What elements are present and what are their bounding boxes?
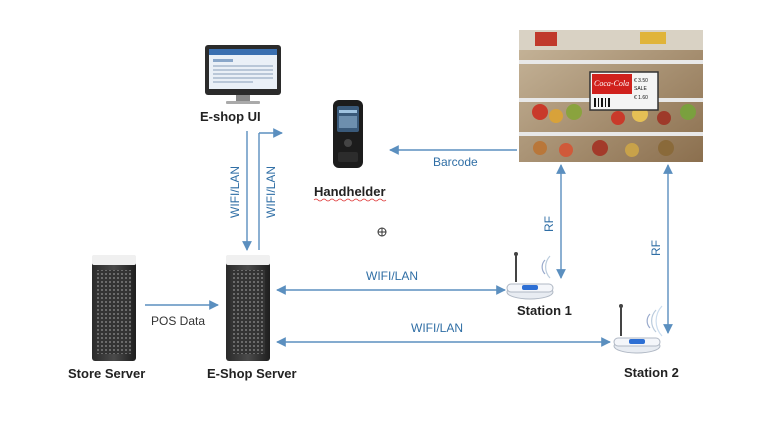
spellcheck-underline	[313, 198, 387, 202]
eshop-server	[226, 255, 270, 361]
eshop-ui-monitor	[205, 45, 281, 104]
price-label-sale: SALE	[634, 86, 647, 92]
price-label-brand: Coca-Cola	[594, 79, 629, 88]
link-label-rf2: RF	[649, 240, 663, 256]
store-server	[92, 255, 136, 361]
shop-shelf-photo: Coca-Cola € 3.50 SALE € 1.60	[519, 30, 703, 162]
handhelder-label: Handhelder	[314, 184, 386, 199]
link-label-server-station1: WIFI/LAN	[366, 269, 418, 283]
station-2-label: Station 2	[624, 365, 679, 380]
station-1-label: Station 1	[517, 303, 572, 318]
price-label-sale-price: € 1.60	[634, 95, 648, 101]
link-label-ui-server-b: WIFI/LAN	[264, 166, 278, 218]
store-server-label: Store Server	[68, 366, 145, 381]
link-label-pos-data: POS Data	[151, 314, 205, 328]
crosshair-cursor-icon	[377, 227, 387, 237]
station-2-access-point	[613, 304, 663, 354]
station-1-access-point	[506, 252, 554, 300]
eshop-ui-label: E-shop UI	[200, 109, 261, 124]
link-label-rf1: RF	[542, 216, 556, 232]
handhelder-device	[333, 100, 363, 168]
link-label-server-station2: WIFI/LAN	[411, 321, 463, 335]
price-label-now: € 3.50	[634, 78, 648, 84]
link-label-barcode: Barcode	[433, 155, 478, 169]
eshop-server-label: E-Shop Server	[207, 366, 297, 381]
link-label-ui-server-a: WIFI/LAN	[228, 166, 242, 218]
